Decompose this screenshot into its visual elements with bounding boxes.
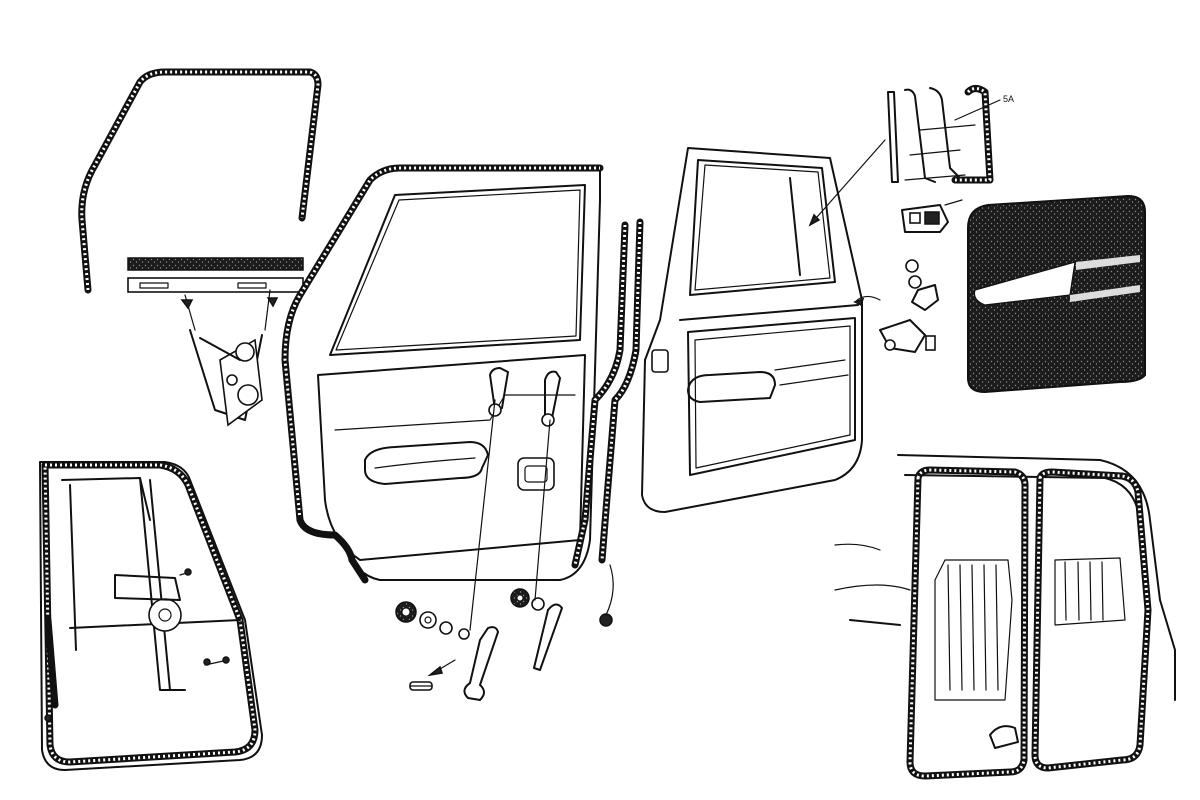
quarter-vent-channels: 5A (808, 85, 1014, 227)
door-trim-card (967, 194, 1146, 394)
window-glass-bottom-channel (127, 257, 304, 293)
main-door-trim-panel (281, 164, 604, 581)
car-body-side-view (834, 454, 1176, 780)
vertical-run-channels (571, 218, 644, 569)
callout-label-5a: 5A (1003, 94, 1014, 104)
handle-hardware-parts (395, 564, 614, 701)
glass-run-channel (78, 68, 322, 294)
window-regulator (180, 289, 279, 427)
rear-door-shell (641, 147, 863, 513)
front-door-inner-frame (39, 461, 263, 771)
exterior-handle (901, 199, 963, 233)
leader-lines (427, 399, 551, 677)
door-edge-weatherstrip (296, 516, 369, 584)
lock-cylinder-and-latch (853, 259, 939, 353)
